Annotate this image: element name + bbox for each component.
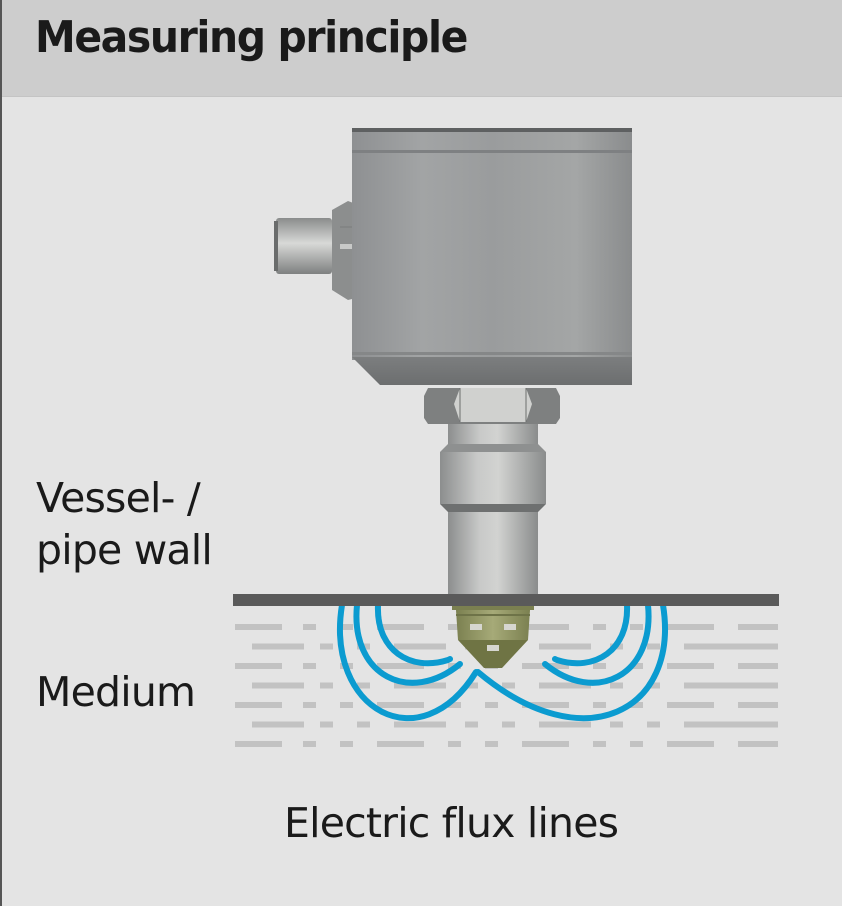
medium-dash [303, 741, 316, 747]
medium-dash [728, 721, 778, 728]
medium-dash [465, 682, 478, 689]
medium-dash [377, 624, 424, 630]
medium-dash [630, 663, 643, 669]
medium-dash [357, 721, 370, 728]
medium-dash [522, 702, 569, 708]
medium-dash [610, 682, 623, 689]
flux-line-left-outer [337, 602, 479, 721]
medium-dash [522, 624, 569, 630]
header-bar: Measuring principle [2, 0, 842, 97]
electric-flux-lines [337, 602, 668, 722]
flux-line-right-outer [475, 602, 668, 722]
medium-dash [303, 624, 316, 630]
medium-dash [394, 721, 446, 728]
medium-label: Medium [36, 668, 196, 716]
medium-dash [377, 663, 424, 669]
medium-dash [252, 643, 304, 650]
medium-dash [465, 721, 478, 728]
flux-line-right-middle [542, 602, 652, 686]
medium-dash [684, 721, 736, 728]
medium-dash [394, 682, 446, 689]
medium-dash [610, 721, 623, 728]
medium-dash [539, 721, 591, 728]
medium-dash [448, 624, 461, 630]
medium-dash [593, 663, 606, 669]
connector-plug [274, 201, 358, 300]
medium-dash [394, 643, 446, 650]
medium-dash [303, 663, 316, 669]
medium-dash [340, 702, 353, 708]
medium-dash [684, 643, 736, 650]
medium-dash [630, 702, 643, 708]
medium-dash [738, 702, 778, 708]
medium-dash [235, 663, 282, 669]
hex-nut [424, 388, 560, 424]
medium-dash [593, 741, 606, 747]
vessel-wall-label-line1: Vessel- / [36, 474, 201, 522]
medium-dash [728, 682, 778, 689]
flux-lines-label: Electric flux lines [284, 799, 619, 847]
medium-dash [485, 741, 498, 747]
housing-bottom-bevel [352, 357, 632, 385]
medium-dash [522, 741, 569, 747]
medium-dash [738, 624, 778, 630]
vessel-wall [233, 594, 779, 606]
medium-dash [252, 721, 304, 728]
medium-dash [320, 721, 333, 728]
medium-dash [630, 624, 643, 630]
medium-dash [738, 741, 778, 747]
medium-dash [667, 702, 714, 708]
medium-dash [377, 702, 424, 708]
housing [352, 130, 632, 360]
sensor-thread-body [440, 452, 546, 504]
flux-line-left-middle [353, 602, 463, 686]
medium-dash [320, 643, 333, 650]
flux-line-left-inner [374, 602, 453, 667]
sensor-illustration [274, 128, 632, 668]
vessel-wall-label: Vessel- / pipe wall [36, 472, 213, 576]
medium-dash [593, 624, 606, 630]
medium-dash [340, 741, 353, 747]
medium-dash [502, 682, 515, 689]
medium-dash [320, 682, 333, 689]
medium-dash [235, 624, 282, 630]
medium-dash [539, 643, 591, 650]
medium-dash [667, 741, 714, 747]
medium-dash [448, 702, 461, 708]
medium-dash [593, 702, 606, 708]
medium-dash [630, 741, 643, 747]
medium-dash [357, 682, 370, 689]
medium-dash [377, 741, 424, 747]
medium-dash [647, 643, 660, 650]
medium-dash [539, 682, 591, 689]
vessel-wall-label-line2: pipe wall [36, 526, 213, 574]
medium-dash [485, 702, 498, 708]
medium-dash [340, 624, 353, 630]
medium-dash [647, 682, 660, 689]
medium-dash [738, 663, 778, 669]
sensor-tip [452, 606, 534, 668]
medium-dash [684, 682, 736, 689]
sensor-rod [448, 512, 538, 594]
medium-dash [252, 682, 304, 689]
medium-dash [502, 721, 515, 728]
medium-dash [647, 721, 660, 728]
medium-dash [303, 702, 316, 708]
flux-line-right-inner [552, 602, 631, 667]
page-title: Measuring principle [35, 12, 468, 63]
medium-dash [667, 624, 714, 630]
medium-dash [448, 741, 461, 747]
medium-dash [235, 702, 282, 708]
medium-dash [728, 643, 778, 650]
medium-dash [667, 663, 714, 669]
medium-dash [235, 741, 282, 747]
